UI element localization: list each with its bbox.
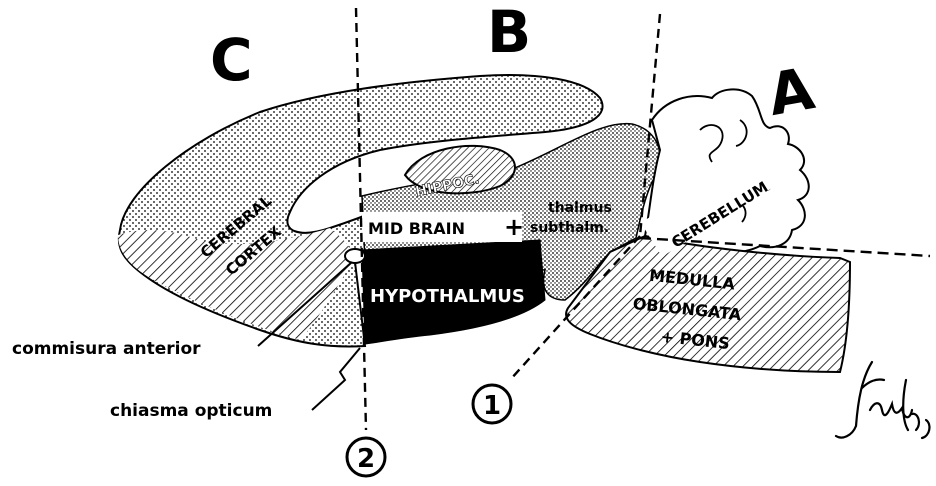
subthalamus-label: subthalm. bbox=[530, 220, 609, 236]
region-label-b: B bbox=[487, 0, 531, 66]
commissura-anterior-label: commisura anterior bbox=[12, 339, 201, 359]
cut-2-number: 2 bbox=[357, 444, 375, 474]
region-label-a: A bbox=[763, 54, 819, 129]
plus-sign: + bbox=[504, 213, 524, 241]
thalamus-label: thalmus bbox=[548, 200, 612, 216]
midbrain-label: MID BRAIN bbox=[368, 219, 465, 238]
region-label-c: C bbox=[210, 26, 253, 94]
artist-signature bbox=[836, 362, 929, 438]
cut-1-number: 1 bbox=[483, 391, 501, 421]
chiasma-pointer bbox=[312, 348, 360, 410]
hypothalamus-label: HYPOTHALMUS bbox=[370, 286, 525, 307]
chiasma-opticum-label: chiasma opticum bbox=[110, 401, 272, 421]
